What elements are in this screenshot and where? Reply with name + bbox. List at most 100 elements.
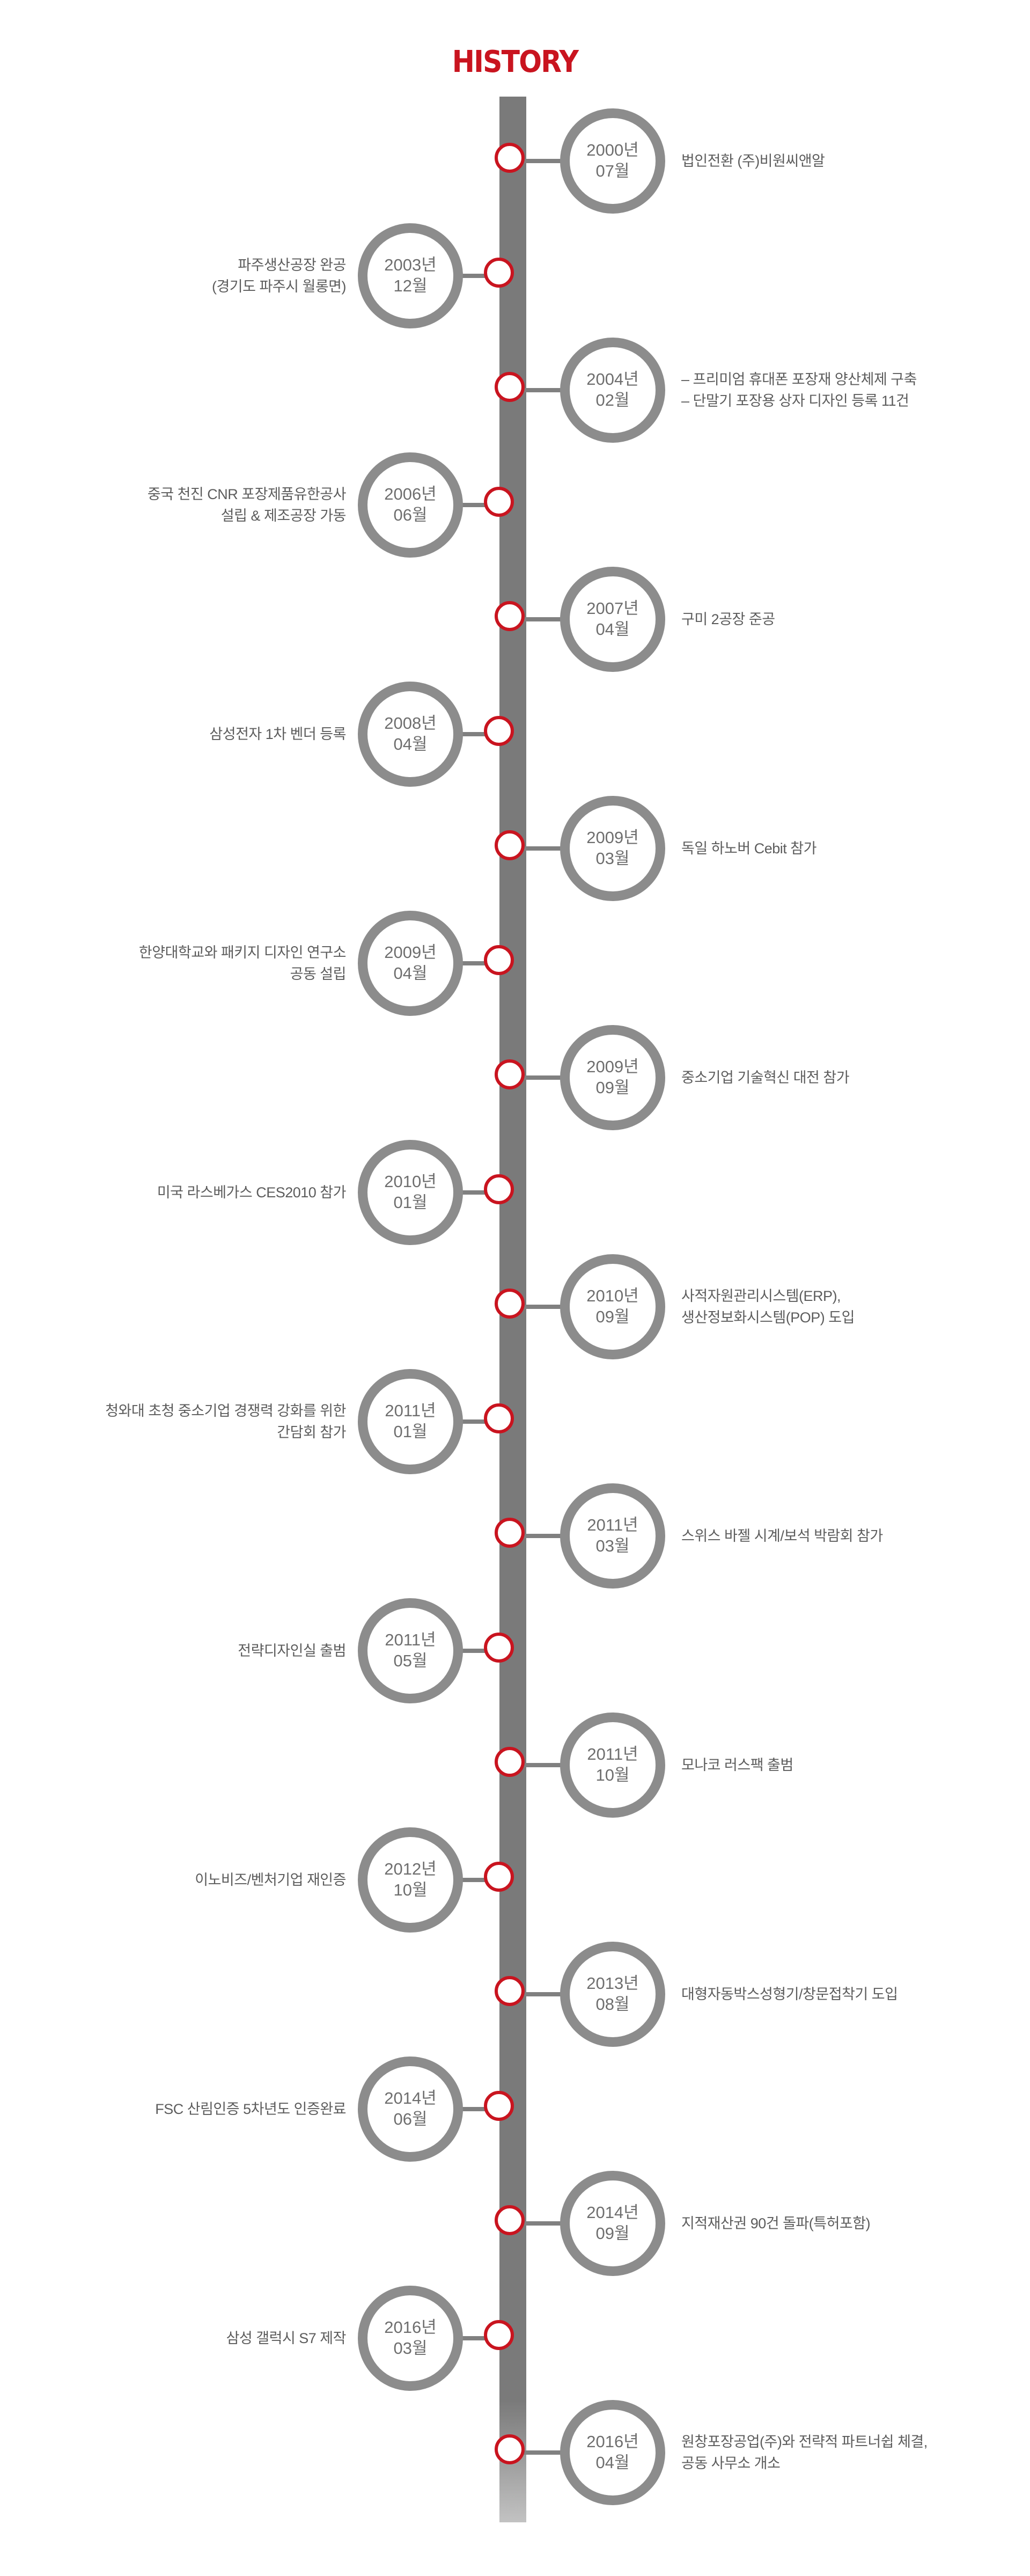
event-description-line: 청와대 초청 중소기업 경쟁력 강화를 위한 xyxy=(105,1403,346,1419)
event-description: 원창포장공업(주)와 전략적 파트너쉽 체결, 공동 사무소 개소 xyxy=(681,2431,982,2474)
timeline-node-marker xyxy=(495,2205,525,2235)
date-month: 10월 xyxy=(393,1880,428,1899)
date-badge: 2007년 04월 xyxy=(560,567,665,672)
timeline-node-marker xyxy=(495,1059,525,1089)
event-description: 이노비즈/벤처기업 재인증 xyxy=(13,1869,346,1891)
timeline-node-marker xyxy=(495,2434,525,2464)
date-year: 2016년 xyxy=(384,2318,437,2337)
date-badge: 2009년 04월 xyxy=(358,911,463,1016)
date-year: 2009년 xyxy=(586,828,639,847)
event-description: 미국 라스베가스 CES2010 참가 xyxy=(13,1182,347,1203)
timeline-node-marker xyxy=(495,1976,525,2006)
event-description-line: 공동 사무소 개소 xyxy=(681,2455,781,2471)
date-month: 09월 xyxy=(595,1307,630,1326)
event-description-line: 법인전환 (주)비원씨앤알 xyxy=(681,153,825,169)
date-month: 04월 xyxy=(595,620,630,639)
timeline-connector xyxy=(513,1075,583,1080)
timeline-node-marker xyxy=(484,1174,514,1204)
date-month: 04월 xyxy=(595,2453,630,2472)
timeline-connector xyxy=(513,1763,583,1767)
date-month: 02월 xyxy=(595,391,630,409)
event-description: 독일 하노버 Cebit 참가 xyxy=(681,838,982,859)
date-month: 01월 xyxy=(393,1193,428,1212)
event-description: 법인전환 (주)비원씨앤알 xyxy=(681,150,982,172)
timeline-node-marker xyxy=(484,1862,514,1892)
timeline-connector xyxy=(440,732,513,736)
event-description-line: 중국 천진 CNR 포장제품유한공사 xyxy=(147,486,347,502)
timeline-connector xyxy=(513,159,583,163)
date-badge: 2016년 03월 xyxy=(358,2286,463,2391)
date-month: 04월 xyxy=(393,735,428,753)
event-description: 파주생산공장 완공(경기도 파주시 월롱면) xyxy=(13,254,347,297)
date-year: 2014년 xyxy=(586,2203,639,2222)
event-description-line: 모나코 러스팩 출범 xyxy=(681,1757,793,1773)
timeline-connector xyxy=(440,1419,513,1424)
date-month: 09월 xyxy=(595,1078,630,1097)
date-month: 08월 xyxy=(595,1995,630,2014)
timeline-node-marker xyxy=(495,601,525,631)
timeline-connector xyxy=(513,617,583,621)
event-description-line: 지적재산권 90건 돌파(특허포함) xyxy=(681,2215,871,2231)
event-description-line: 구미 2공장 준공 xyxy=(681,611,775,627)
timeline-node-marker xyxy=(484,487,514,517)
timeline-node-marker xyxy=(495,1518,525,1548)
timeline-node-marker xyxy=(484,2320,514,2350)
event-description-line: 스위스 바젤 시계/보석 박람회 참가 xyxy=(681,1528,883,1544)
timeline-connector xyxy=(440,961,513,965)
timeline-connector xyxy=(513,1992,583,1996)
timeline-node-marker xyxy=(495,143,525,173)
event-description-line: 이노비즈/벤처기업 재인증 xyxy=(195,1872,346,1888)
date-month: 03월 xyxy=(595,1536,630,1555)
timeline-node-marker xyxy=(484,1633,514,1663)
date-month: 03월 xyxy=(393,2339,428,2358)
event-description-line: 설립 & 제조공장 가동 xyxy=(220,508,347,524)
event-description: 모나코 러스팩 출범 xyxy=(681,1754,982,1776)
date-year: 2009년 xyxy=(384,943,437,962)
timeline-connector xyxy=(513,1305,583,1309)
event-description: FSC 산림인증 5차년도 인증완료 xyxy=(13,2098,346,2120)
date-year: 2003년 xyxy=(384,255,437,275)
date-year: 2007년 xyxy=(586,599,639,618)
date-year: 2006년 xyxy=(384,485,437,504)
event-description-line: 중소기업 기술혁신 대전 참가 xyxy=(681,1070,850,1086)
timeline-node-marker xyxy=(495,372,525,402)
date-year: 2013년 xyxy=(586,1974,639,1993)
event-description: 삼성전자 1차 벤더 등록 xyxy=(13,723,346,745)
event-description-line: 전략디자인실 출범 xyxy=(238,1643,346,1659)
date-month: 03월 xyxy=(595,849,630,868)
date-month: 01월 xyxy=(393,1422,428,1441)
event-description: 사적자원관리시스템(ERP),생산정보화시스템(POP) 도입 xyxy=(681,1285,982,1328)
timeline-connector xyxy=(440,1878,513,1882)
date-month: 04월 xyxy=(393,964,428,983)
timeline-node-marker xyxy=(495,1289,525,1319)
date-year: 2011년 xyxy=(385,1401,436,1421)
event-description-line: 사적자원관리시스템(ERP), xyxy=(681,1288,841,1304)
date-year: 2010년 xyxy=(586,1286,639,1306)
date-year: 2008년 xyxy=(384,714,437,733)
event-description: 삼성 갤럭시 S7 제작 xyxy=(13,2328,347,2349)
event-description-line: 원창포장공업(주)와 전략적 파트너쉽 체결, xyxy=(681,2434,928,2450)
timeline-connector xyxy=(440,1649,513,1653)
date-year: 2009년 xyxy=(586,1057,639,1077)
timeline-node-marker xyxy=(495,830,525,860)
timeline-node-marker xyxy=(484,258,514,288)
event-description-line: FSC 산림인증 5차년도 인증완료 xyxy=(155,2101,346,2117)
event-description-line: 한양대학교와 패키지 디자인 연구소 xyxy=(138,945,347,961)
timeline-connector xyxy=(513,388,583,392)
timeline-connector xyxy=(440,503,513,507)
event-description-line: (경기도 파주시 월롱면) xyxy=(211,279,347,295)
